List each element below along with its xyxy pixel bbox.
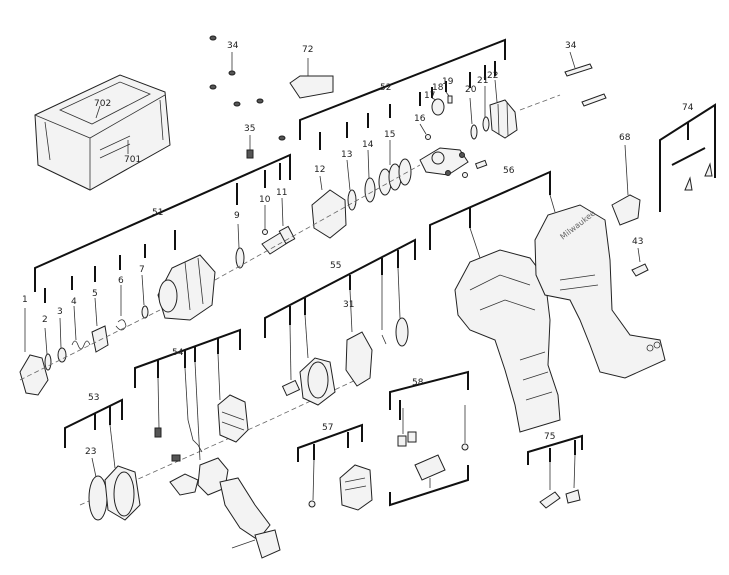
label-10: 10 <box>259 195 271 205</box>
label-52: 52 <box>380 83 391 93</box>
part-43 <box>631 247 649 277</box>
label-5: 5 <box>92 289 98 299</box>
motor-parts <box>281 267 409 406</box>
label-18: 18 <box>432 83 444 93</box>
label-7: 7 <box>139 265 145 275</box>
housing-parts: Milwaukee <box>454 194 666 433</box>
label-13: 13 <box>341 150 352 160</box>
bracket-58 <box>389 370 469 507</box>
label-53: 53 <box>88 393 99 403</box>
label-31: 31 <box>343 300 354 310</box>
part-35-screw <box>246 135 254 159</box>
electronics-parts <box>154 353 281 559</box>
bracket-54 <box>134 328 241 388</box>
hammer-mechanism-parts <box>311 79 518 239</box>
part-72-label <box>289 58 334 99</box>
label-12: 12 <box>314 165 325 175</box>
bracket-74 <box>659 103 716 212</box>
part-68 <box>611 144 641 226</box>
label-4: 4 <box>71 297 77 307</box>
label-15: 15 <box>384 130 395 140</box>
label-74: 74 <box>682 103 694 113</box>
label-9: 9 <box>234 211 240 221</box>
bracket-53 <box>64 398 123 448</box>
label-35: 35 <box>244 124 255 134</box>
label-1: 1 <box>22 295 28 305</box>
label-23: 23 <box>85 447 96 457</box>
label-21: 21 <box>477 76 488 86</box>
label-72: 72 <box>302 45 313 55</box>
label-702: 702 <box>94 99 111 109</box>
label-58: 58 <box>412 378 424 388</box>
label-55: 55 <box>330 261 341 271</box>
label-3: 3 <box>57 307 63 317</box>
label-34-left: 34 <box>227 41 239 51</box>
label-701: 701 <box>124 155 141 165</box>
switch-parts-58 <box>397 405 469 488</box>
label-16: 16 <box>414 114 426 124</box>
bracket-52 <box>299 38 506 150</box>
label-56: 56 <box>503 166 515 176</box>
label-51: 51 <box>152 208 163 218</box>
label-54: 54 <box>172 348 184 358</box>
front-assembly-parts <box>19 197 296 396</box>
label-43: 43 <box>632 237 643 247</box>
label-68: 68 <box>619 133 631 143</box>
parts-74 <box>671 147 713 191</box>
bracket-56 <box>429 170 551 250</box>
parts-57 <box>308 459 373 511</box>
carrying-case <box>34 74 171 191</box>
part-labels: 1 2 3 4 5 6 7 9 10 11 12 13 14 15 16 17 … <box>22 41 694 457</box>
bracket-75 <box>527 434 583 465</box>
label-17: 17 <box>424 91 435 101</box>
bracket-57 <box>297 423 363 462</box>
label-20: 20 <box>465 85 477 95</box>
label-57: 57 <box>322 423 333 433</box>
label-11: 11 <box>276 188 287 198</box>
label-34-right: 34 <box>565 41 577 51</box>
label-2: 2 <box>42 315 48 325</box>
screws-34-right <box>564 51 607 107</box>
parts-75 <box>539 454 581 509</box>
bracket-51 <box>34 153 291 303</box>
label-6: 6 <box>118 276 124 286</box>
bracket-55 <box>264 238 416 338</box>
label-14: 14 <box>362 140 374 150</box>
label-19: 19 <box>442 77 454 87</box>
fan-baffle-parts <box>88 424 141 521</box>
screws-34-cluster <box>209 35 286 141</box>
label-22: 22 <box>487 71 498 81</box>
label-75: 75 <box>544 432 555 442</box>
